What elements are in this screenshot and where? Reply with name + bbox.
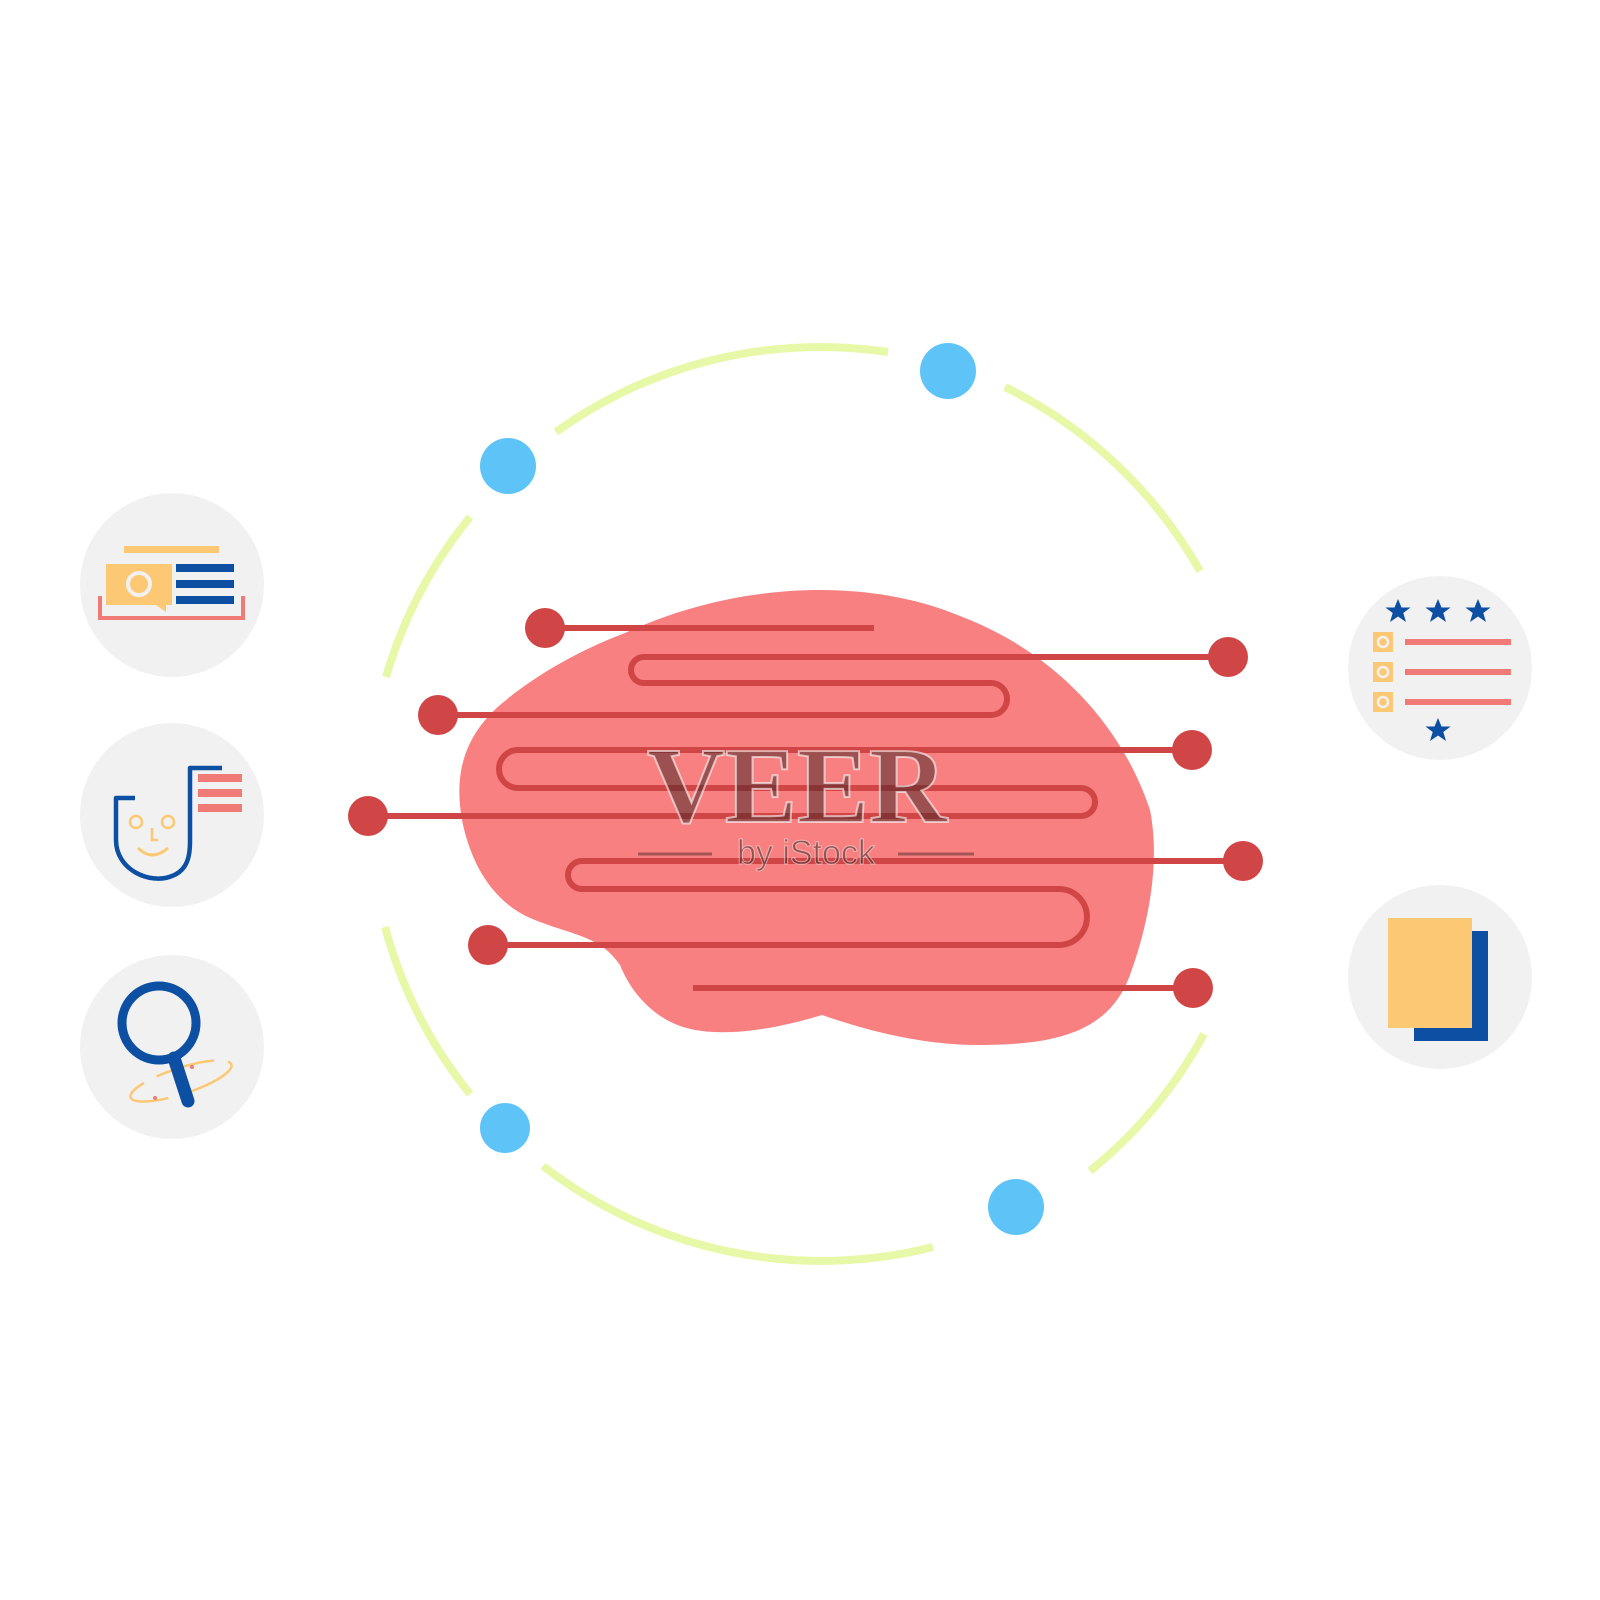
circuit-trace: [368, 747, 1192, 819]
rating-checklist-icon: [1348, 576, 1532, 760]
star-icons: [1385, 599, 1491, 741]
watermark-tagline: by iStock: [737, 834, 876, 872]
ring-node: [988, 1179, 1044, 1235]
ring-arc: [382, 514, 474, 679]
circuit-node: [468, 925, 508, 965]
watermark-brand: VEER: [647, 727, 948, 846]
watermark: VEER by iStock: [638, 726, 974, 873]
checkbox-mark: [1376, 635, 1390, 649]
icon-background: [80, 723, 264, 907]
document-front: [1388, 918, 1472, 1028]
card-photo-tab: [156, 605, 166, 612]
star-icon: [1385, 599, 1411, 622]
checkbox-mark: [1376, 695, 1390, 709]
search-orbit-icon: [80, 955, 264, 1139]
circuit-node: [1173, 968, 1213, 1008]
card-line: [176, 564, 234, 572]
circuit-trace: [438, 654, 1228, 718]
circuit-node: [1223, 841, 1263, 881]
circuit-endpoints: [348, 608, 1263, 1008]
ring-nodes: [480, 343, 1044, 1235]
face-line: [198, 774, 242, 782]
face-nose: [150, 828, 158, 842]
face-line: [198, 789, 242, 797]
id-card-icon: [80, 493, 264, 677]
documents-icon: [1348, 885, 1532, 1069]
ring-node: [480, 438, 536, 494]
star-icon: [1425, 599, 1451, 622]
magnifier-lens: [117, 981, 201, 1065]
face-eye: [160, 814, 176, 830]
card-line: [176, 596, 234, 604]
ring-node: [480, 1103, 530, 1153]
card-line: [176, 580, 234, 588]
star-icon: [1425, 718, 1451, 741]
face-line: [198, 804, 242, 812]
circuit-node: [348, 796, 388, 836]
card-tray: [98, 596, 245, 620]
checklist-line: [1405, 639, 1511, 645]
ring-node: [920, 343, 976, 399]
face-outline: [113, 765, 222, 881]
ring-arc: [540, 1162, 934, 1265]
orbit-dot: [153, 1096, 157, 1100]
card-avatar: [126, 571, 152, 597]
star-icon: [1465, 599, 1491, 622]
face-eye: [128, 814, 144, 830]
checkbox-mark: [1376, 665, 1390, 679]
circuit-node: [418, 695, 458, 735]
checkbox-icons: [1373, 632, 1393, 712]
orbit-dot: [190, 1065, 194, 1069]
card-photo: [106, 564, 172, 605]
ring-arc: [1003, 383, 1204, 573]
circuit-trace: [488, 858, 1243, 948]
ring-arc: [553, 343, 889, 436]
circuit-lines: [368, 625, 1243, 991]
checkbox-icon: [1373, 692, 1393, 712]
icon-background: [80, 955, 264, 1139]
checkbox-icon: [1373, 632, 1393, 652]
face-smile: [136, 846, 169, 857]
circuit-node: [525, 608, 565, 648]
circuit-node: [1172, 730, 1212, 770]
orbit-ring: [381, 343, 1208, 1265]
ring-arc: [381, 925, 474, 1097]
face-profile-icon: [80, 723, 264, 907]
magnifier-handle: [167, 1051, 195, 1108]
ring-arc: [1087, 1032, 1208, 1175]
checklist-line: [1405, 669, 1511, 675]
card-top-bar: [124, 546, 219, 553]
checkbox-icon: [1373, 662, 1393, 682]
checklist-line: [1405, 699, 1511, 705]
circuit-node: [1208, 637, 1248, 677]
